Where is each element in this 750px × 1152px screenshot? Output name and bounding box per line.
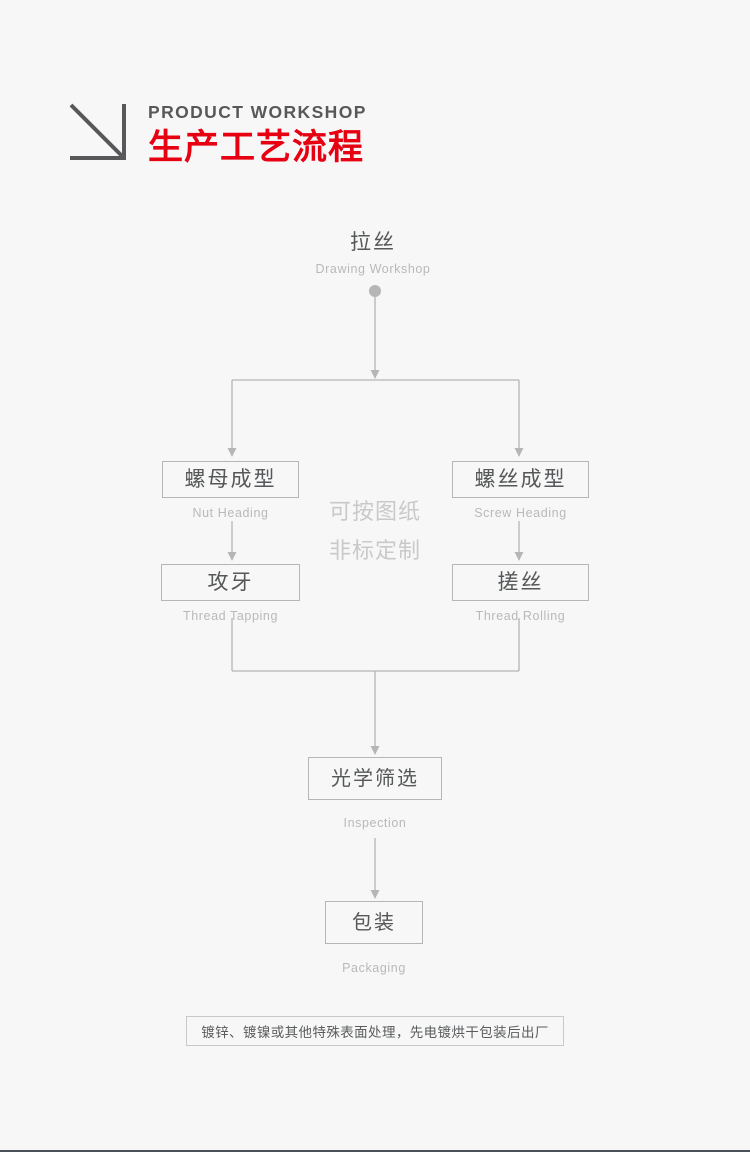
flow-node-thread-rolling: 搓丝 Thread Rolling	[452, 564, 589, 623]
flow-node-thread-tapping: 攻牙 Thread Tapping	[161, 564, 300, 623]
flow-node-nut-heading-sublabel: Nut Heading	[192, 506, 269, 520]
flow-node-inspection-sublabel: Inspection	[343, 816, 407, 830]
corner-arrow-icon	[69, 103, 126, 160]
flow-node-screw-heading: 螺丝成型 Screw Heading	[452, 461, 589, 520]
flow-node-drawing: 拉丝 Drawing Workshop	[275, 232, 471, 276]
page-header: PRODUCT WORKSHOP 生产工艺流程	[68, 98, 367, 167]
flow-node-nut-heading-label: 螺母成型	[162, 461, 299, 498]
flow-node-screw-heading-label: 螺丝成型	[452, 461, 589, 498]
customization-note-line1: 可按图纸	[328, 499, 421, 524]
surface-treatment-note: 镀锌、镀镍或其他特殊表面处理，先电镀烘干包装后出厂	[186, 1016, 564, 1046]
flow-node-drawing-label: 拉丝	[350, 231, 396, 254]
flow-node-thread-rolling-label: 搓丝	[452, 564, 589, 601]
customization-note-line2: 非标定制	[328, 537, 421, 563]
flow-node-thread-tapping-label: 攻牙	[161, 564, 300, 601]
flow-node-packaging-sublabel: Packaging	[342, 961, 406, 975]
bottom-divider	[0, 1150, 750, 1152]
flow-node-packaging-label: 包装	[325, 901, 423, 944]
flow-node-inspection-label: 光学筛选	[308, 757, 442, 800]
page-title: 生产工艺流程	[148, 127, 365, 167]
flow-node-inspection: 光学筛选 Inspection	[308, 757, 442, 830]
flow-node-thread-tapping-sublabel: Thread Tapping	[182, 609, 279, 623]
flow-node-drawing-sublabel: Drawing Workshop	[315, 262, 431, 276]
flow-start-dot	[369, 285, 381, 297]
customization-note: 可按图纸 非标定制	[305, 493, 445, 570]
flow-node-screw-heading-sublabel: Screw Heading	[474, 506, 567, 520]
flow-node-thread-rolling-sublabel: Thread Rolling	[475, 609, 566, 623]
flow-node-nut-heading: 螺母成型 Nut Heading	[162, 461, 299, 520]
header-text-group: PRODUCT WORKSHOP 生产工艺流程	[148, 98, 367, 167]
header-kicker: PRODUCT WORKSHOP	[148, 102, 367, 122]
flow-node-packaging: 包装 Packaging	[325, 901, 423, 975]
